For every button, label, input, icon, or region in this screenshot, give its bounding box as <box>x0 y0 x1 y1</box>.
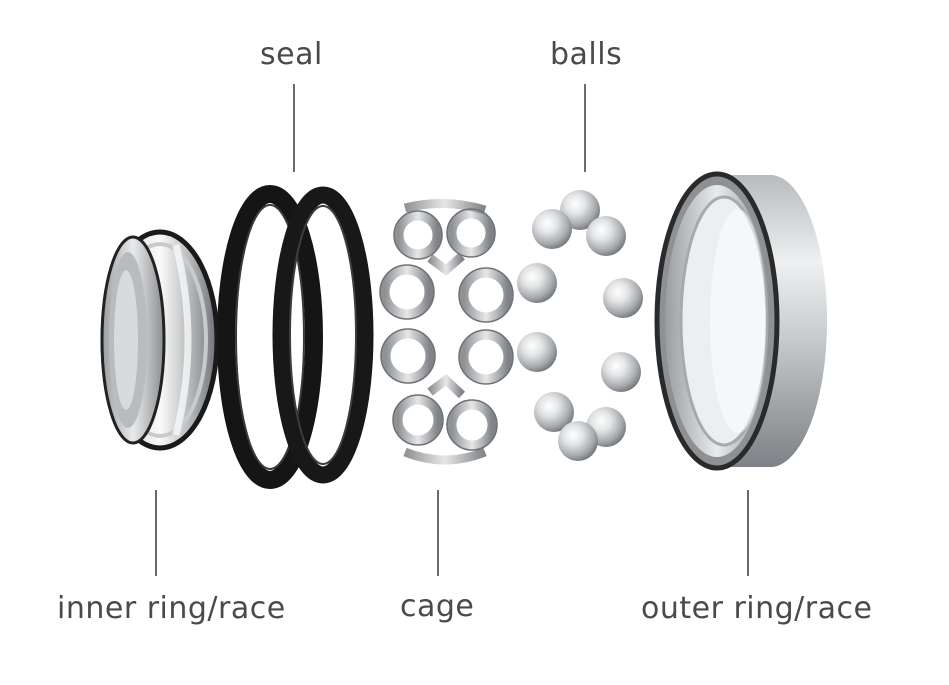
ball <box>601 352 641 392</box>
ball <box>586 216 626 256</box>
inner-ring-leader-line <box>155 490 157 576</box>
seal-ring-front <box>217 185 323 489</box>
seal-ring-back <box>272 186 374 484</box>
inner-ring-label: inner ring/race <box>57 591 286 626</box>
cage-outline <box>379 208 514 451</box>
cage-leader-line <box>437 490 439 576</box>
ball <box>517 332 557 372</box>
inner-ring <box>100 229 220 451</box>
seal-label: seal <box>260 37 323 72</box>
ball <box>558 421 598 461</box>
ball <box>603 278 643 318</box>
balls-group <box>517 190 643 461</box>
outer-ring <box>654 171 827 471</box>
outer-ring-leader-line <box>747 490 749 576</box>
cage-label: cage <box>400 589 475 624</box>
seal-leader-line <box>293 84 295 172</box>
balls-leader-line <box>584 84 586 172</box>
ball <box>517 263 557 303</box>
outer-ring-label: outer ring/race <box>641 591 873 626</box>
cage <box>380 199 513 465</box>
ball <box>532 209 572 249</box>
ball <box>560 190 600 230</box>
ball <box>534 392 574 432</box>
balls-label: balls <box>550 37 623 72</box>
